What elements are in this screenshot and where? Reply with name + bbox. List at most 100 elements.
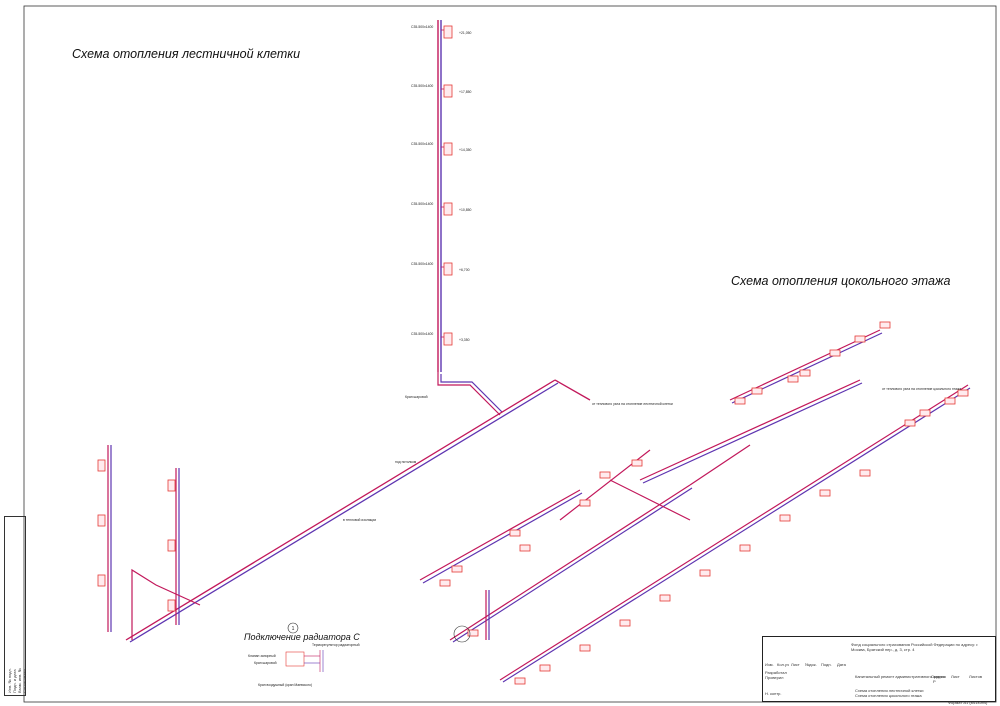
- riser-radiator-label: С35-500х1400: [411, 25, 433, 29]
- basement-radiator: [739, 544, 751, 552]
- tb-norm: Н. контр.: [765, 691, 782, 696]
- tb-col-list: Лист: [791, 662, 800, 667]
- left-riser-radiator: [167, 599, 176, 612]
- basement-radiator: [514, 677, 526, 685]
- riser-level-label: +3,350: [459, 338, 470, 342]
- basement-radiator: [859, 469, 871, 477]
- basement-radiator: [734, 397, 746, 405]
- basement-radiator: [751, 387, 763, 395]
- basement-radiator: [879, 321, 891, 329]
- riser-level-label: +10,850: [459, 208, 471, 212]
- basement-radiator: [779, 514, 791, 522]
- riser-radiator: [443, 84, 453, 98]
- basement-radiator: [439, 579, 451, 587]
- basement-radiator: [819, 489, 831, 497]
- labels: С35-500х1400+21,050С35-500х1400+17,850С3…: [411, 25, 471, 342]
- radiators: [97, 25, 969, 685]
- tb-sheet-title-2: Схема отопления цокольного этажа: [855, 693, 922, 698]
- basement-radiator: [787, 375, 799, 383]
- riser-radiator: [443, 25, 453, 39]
- basement-mains: [419, 329, 971, 683]
- left-riser-radiator: [97, 574, 106, 587]
- detail-note-3: Кран шаровой: [254, 661, 277, 665]
- stair-riser: [437, 20, 442, 372]
- basement-radiator: [854, 335, 866, 343]
- sheet-frame: [23, 5, 997, 703]
- basement-radiator: [519, 544, 531, 552]
- basement-radiator: [957, 389, 969, 397]
- riser-radiator-label: С35-500х1400: [411, 332, 433, 336]
- basement-radiator: [579, 499, 591, 507]
- tb-col-ndok: №док.: [805, 662, 817, 667]
- detail-marker-number: 1: [292, 626, 295, 632]
- left-risers: [107, 445, 201, 640]
- left-riser-radiator: [97, 459, 106, 472]
- tb-stage-label: Стадия: [931, 674, 945, 679]
- note-from-node: от теплового узла на отопление лестнично…: [592, 402, 673, 406]
- detail-marker: [287, 622, 299, 634]
- basement-radiator: [599, 471, 611, 479]
- detail-title: Подключение радиатора С: [244, 632, 360, 642]
- left-riser-radiator: [97, 514, 106, 527]
- left-riser-radiator: [167, 479, 176, 492]
- riser-radiator-label: С35-500х1400: [411, 202, 433, 206]
- basement-radiator: [451, 565, 463, 573]
- title-block: Фонд социального страхования Российской …: [762, 636, 996, 702]
- tb-project: Капитальный ремонт административного зда…: [855, 674, 946, 679]
- riser-radiator: [443, 262, 453, 276]
- main-diagonal: [125, 379, 591, 643]
- riser-level-label: +17,850: [459, 90, 471, 94]
- riser-radiator: [443, 332, 453, 346]
- basement-radiator: [659, 594, 671, 602]
- note-from-node-2: от теплового узла на отопление цокольног…: [882, 387, 961, 391]
- tb-col-data: Дата: [837, 662, 846, 667]
- basement-radiator: [919, 409, 931, 417]
- tb-developed: Разработал: [765, 670, 787, 675]
- tb-organization: Фонд социального страхования Российской …: [851, 642, 979, 652]
- riser-level-label: +14,350: [459, 148, 471, 152]
- note-ball-valve: Кран шаровой: [405, 395, 428, 399]
- note-in-channel: в тепловой изоляции: [343, 518, 376, 522]
- basement-radiator: [699, 569, 711, 577]
- tb-checked: Проверил: [765, 675, 784, 680]
- tb-stage: Р: [933, 679, 936, 684]
- riser-connection: [437, 372, 503, 416]
- riser-radiator: [443, 202, 453, 216]
- basement-radiator: [829, 349, 841, 357]
- riser-radiator: [443, 142, 453, 156]
- riser-level-label: +6,700: [459, 268, 470, 272]
- basement-radiator: [619, 619, 631, 627]
- riser-radiator-label: С35-500х1400: [411, 142, 433, 146]
- basement-radiator: [579, 644, 591, 652]
- basement-radiator: [539, 664, 551, 672]
- tb-sheet-title-1: Схема отопления лестничной клетки: [855, 688, 924, 693]
- tb-sheet-label: Лист: [951, 674, 960, 679]
- tb-col-kol: Кол.уч: [777, 662, 789, 667]
- riser-radiator-label: С35-500х1400: [411, 262, 433, 266]
- detail-notes: Терморегулятор радиаторный Клапан запорн…: [248, 643, 360, 687]
- detail-note-4: Кран воздушный (кран Маевского): [258, 683, 312, 687]
- basement-scheme-title: Схема отопления цокольного этажа: [731, 274, 951, 288]
- basement-radiator: [509, 529, 521, 537]
- detail-note-1: Терморегулятор радиаторный: [312, 643, 360, 647]
- side-stamp-4: Согласовано: [22, 668, 27, 693]
- basement-radiator: [904, 419, 916, 427]
- stair-scheme-title: Схема отопления лестничной клетки: [72, 47, 301, 61]
- tb-col-podp: Подп.: [821, 662, 832, 667]
- detail-callout-circle: [453, 625, 471, 643]
- note-under-ceiling: под потолком: [395, 460, 417, 464]
- riser-level-label: +21,050: [459, 31, 471, 35]
- tb-col-izm: Изм.: [765, 662, 774, 667]
- basement-radiator: [944, 397, 956, 405]
- detail-radiator: [285, 650, 324, 672]
- basement-radiator: [799, 369, 811, 377]
- detail-note-2: Клапан запорный: [248, 654, 276, 658]
- tb-sheets-label: Листов: [969, 674, 982, 679]
- side-stamp: Инв. № подл. Подп. и дата Взам. инв. № С…: [4, 516, 27, 696]
- left-riser-radiator: [167, 539, 176, 552]
- format-label: Формат А1 (841х594): [948, 700, 988, 705]
- riser-radiator-label: С35-500х1400: [411, 84, 433, 88]
- basement-radiator: [467, 629, 479, 637]
